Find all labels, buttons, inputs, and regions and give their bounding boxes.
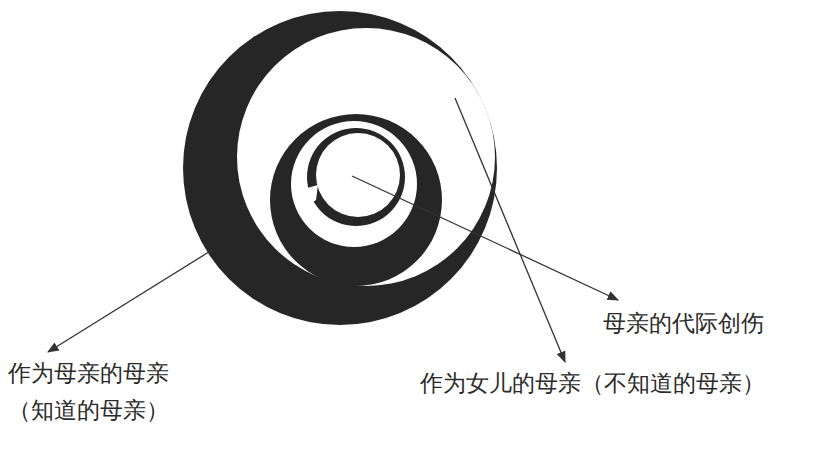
leader-line bbox=[352, 176, 618, 300]
callout-label: 作为母亲的母亲 （知道的母亲） bbox=[8, 356, 176, 430]
leader-line bbox=[48, 250, 212, 352]
leader-line bbox=[455, 98, 565, 362]
spiral-shape bbox=[183, 11, 497, 325]
callout-label: 作为女儿的母亲（不知道的母亲） bbox=[420, 366, 765, 403]
callout-label: 母亲的代际创伤 bbox=[603, 306, 764, 343]
